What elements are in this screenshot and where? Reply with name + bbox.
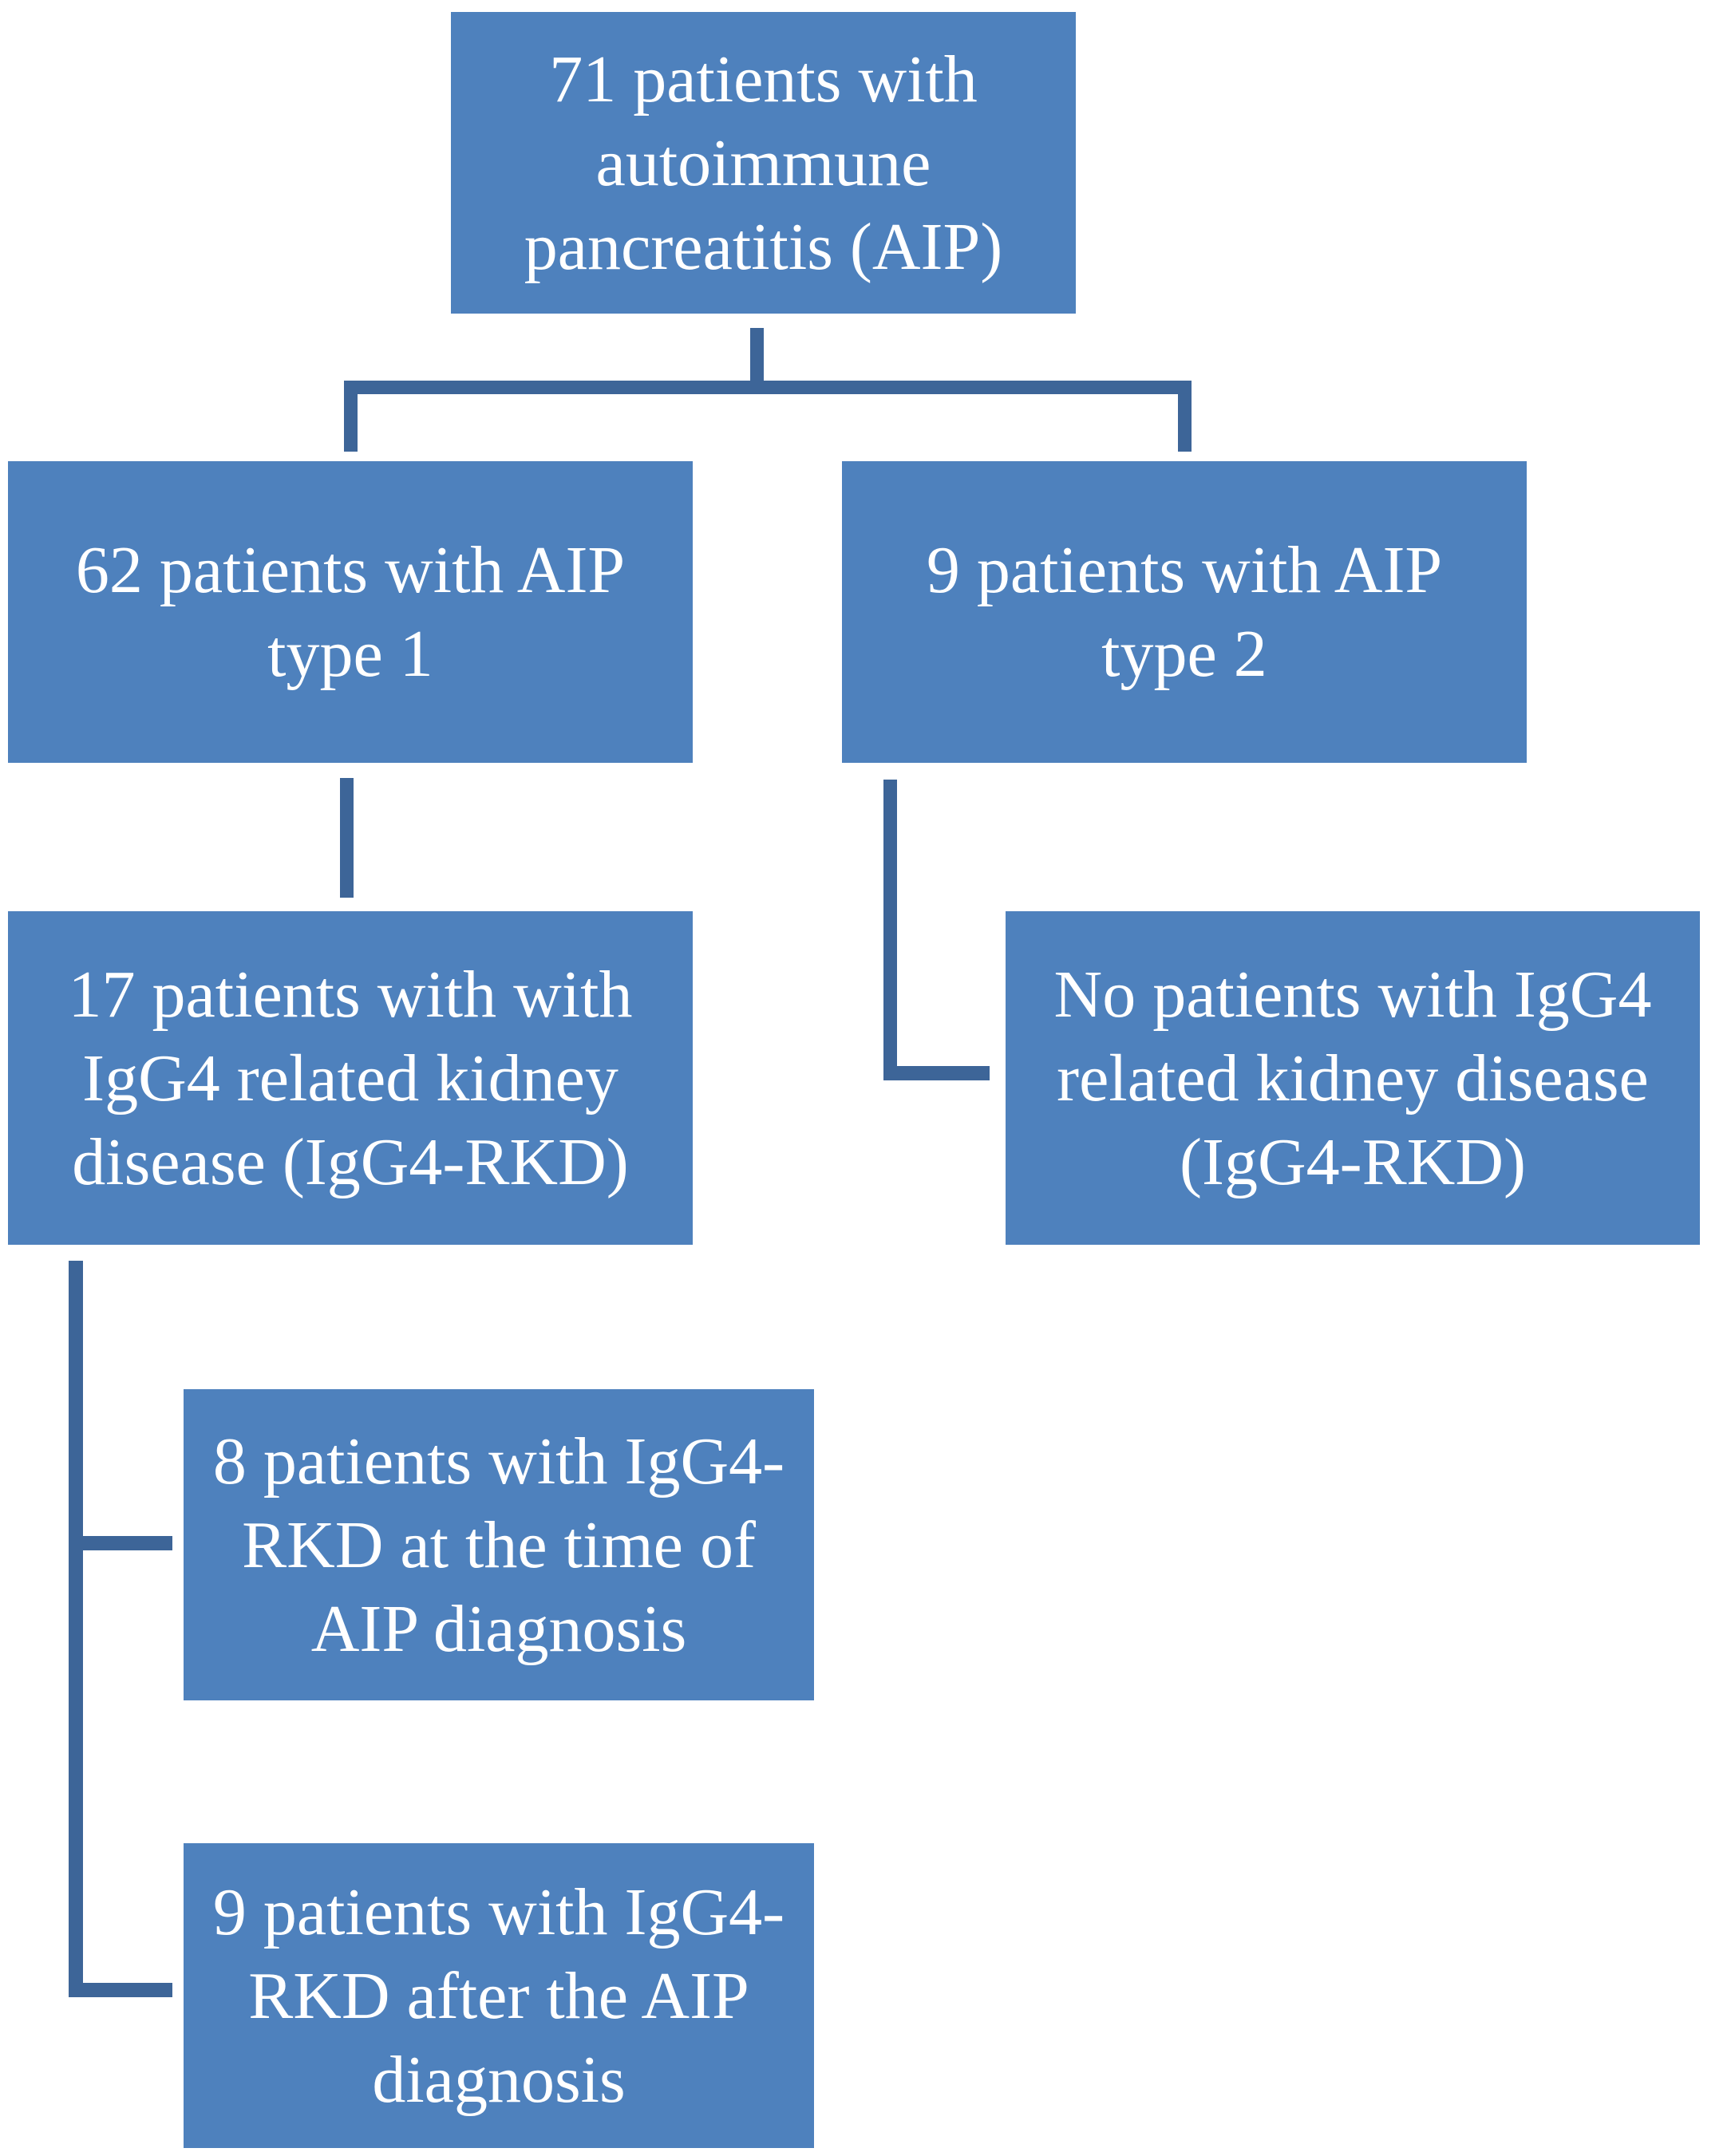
node-no-igg4-rkd-patients: No patients with IgG4 related kidney dis… — [1006, 911, 1700, 1245]
connector-root-stem — [750, 328, 764, 381]
connector-branch-left-drop — [344, 394, 358, 452]
connector-rkd17-rail — [69, 1261, 83, 1997]
connector-type2-elbow-horizontal — [883, 1066, 990, 1080]
node-total-aip-patients: 71 patients with autoimmune pancreatitis… — [451, 12, 1076, 314]
connector-branch-right-drop — [1178, 394, 1192, 452]
connector-type2-elbow-vertical — [883, 780, 897, 1080]
node-rkd-after-aip-diagnosis: 9 patients with IgG4- RKD after the AIP … — [184, 1843, 814, 2148]
connector-rail-to-eight — [76, 1536, 172, 1550]
connector-branch-horizontal — [344, 381, 1192, 394]
connector-rail-to-nine — [76, 1983, 172, 1997]
connector-type1-to-rkd17 — [340, 778, 354, 898]
node-aip-type2: 9 patients with AIP type 2 — [842, 461, 1527, 763]
node-igg4-rkd-patients: 17 patients with with IgG4 related kidne… — [8, 911, 693, 1245]
node-aip-type1: 62 patients with AIP type 1 — [8, 461, 693, 763]
node-rkd-at-aip-diagnosis: 8 patients with IgG4- RKD at the time of… — [184, 1389, 814, 1700]
